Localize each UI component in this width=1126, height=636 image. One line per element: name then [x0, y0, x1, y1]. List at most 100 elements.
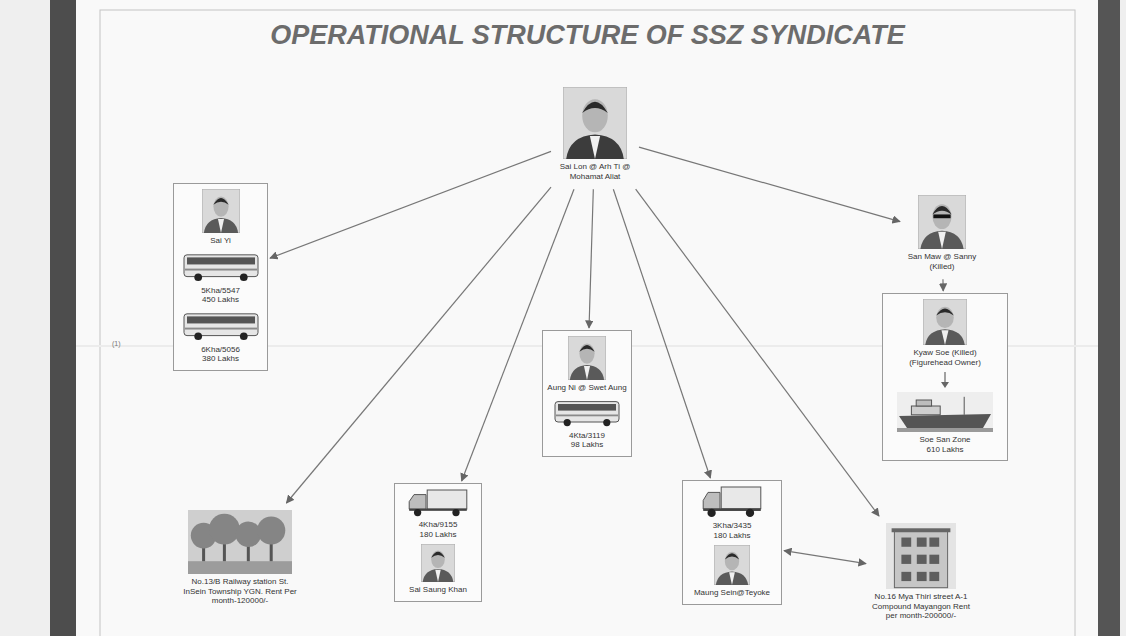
facade: [894, 531, 947, 588]
node-text: Sai Saung Khan: [397, 585, 479, 595]
frame-band: [50, 0, 76, 636]
wheel: [603, 419, 610, 426]
shirt: [584, 366, 590, 380]
tree-crown: [209, 514, 240, 545]
shoulders: [920, 231, 963, 249]
node-text: Kyaw Soe (Killed) (Figurehead Owner): [899, 348, 991, 367]
wheel: [194, 273, 202, 281]
member-card: No.16 Mya Thiri street A-1 Compound Maya…: [868, 518, 974, 627]
member-card: Sai Lon @ Arh Ti @ Mohamat Aliat: [553, 82, 637, 187]
photo-ground: [421, 544, 455, 582]
window: [901, 538, 911, 547]
hair: [582, 102, 608, 113]
window: [929, 572, 939, 581]
hair: [213, 198, 228, 205]
node-text: San Maw @ Sanny (Killed): [904, 252, 980, 271]
wheel: [239, 332, 247, 340]
node-text: Sai Lon @ Arh Ti @ Mohamat Aliat: [555, 162, 635, 181]
bus-stripe: [556, 414, 618, 416]
shoulders: [566, 135, 624, 159]
hair: [579, 345, 594, 352]
photo-ground: [563, 87, 627, 159]
building-picture: [886, 523, 956, 589]
arrow-picture: [940, 372, 950, 388]
shirt: [217, 219, 223, 233]
hair: [932, 206, 951, 214]
ground: [188, 561, 292, 574]
node-text: No.16 Mya Thiri street A-1 Compound Maya…: [870, 592, 972, 621]
member-box: Sai Yi5Kha/5547 450 Lakhs6Kha/5056 380 L…: [173, 183, 268, 371]
face-picture: [923, 299, 967, 345]
member-box: Aung Ni @ Swet Aung4Kta/3119 98 Lakhs: [542, 330, 632, 457]
connector-arrow: [270, 151, 551, 258]
cabin: [911, 406, 940, 415]
shirt: [938, 232, 946, 249]
member-box: Kyaw Soe (Killed) (Figurehead Owner) Soe …: [882, 293, 1008, 461]
connector-arrow: [589, 189, 593, 328]
connector-arrow: [784, 551, 866, 564]
shirt: [729, 572, 735, 585]
face-picture: [568, 336, 606, 380]
wheel: [194, 332, 202, 340]
photo-ground: [714, 545, 750, 585]
sky: [897, 392, 993, 432]
node-text: 5Kha/5547 450 Lakhs: [196, 286, 246, 305]
head: [725, 552, 739, 570]
inner-arrow-line: [944, 372, 945, 383]
water: [897, 428, 993, 432]
hair: [431, 552, 445, 558]
window: [929, 538, 939, 547]
sky: [886, 523, 956, 589]
node-text: 3Kha/3435 180 Lakhs: [708, 521, 756, 540]
truck-picture: [702, 486, 762, 518]
shirt: [941, 330, 948, 345]
photo-ground: [923, 299, 967, 345]
head: [213, 196, 228, 216]
poster-border: [100, 10, 1075, 636]
truck-box: [721, 487, 761, 509]
shirt: [590, 136, 600, 159]
wheel: [707, 509, 715, 517]
shoulders: [716, 572, 748, 586]
hair: [725, 553, 739, 559]
window: [917, 538, 927, 547]
truck-picture: [408, 489, 468, 517]
bus-picture: [554, 398, 620, 428]
photo-ground: [568, 336, 606, 380]
face-picture: [918, 195, 966, 249]
node-text: Maung Sein@Teyoke: [685, 588, 779, 598]
face-picture: [714, 545, 750, 585]
trees-picture: [188, 510, 292, 574]
connector-arrow: [636, 189, 879, 516]
node-text: Soe San Zone 610 Lakhs: [915, 435, 975, 454]
photo-ground: [188, 510, 292, 574]
node-text: Sai Yi: [210, 236, 230, 246]
bus-picture: [183, 251, 259, 283]
wheel: [564, 419, 571, 426]
shoulders: [925, 329, 965, 345]
wheel: [452, 509, 459, 516]
shirt: [435, 570, 440, 582]
face-picture: [421, 544, 455, 582]
photo-ground: [202, 189, 240, 233]
sunglasses: [933, 214, 950, 218]
head: [932, 204, 951, 229]
node-text: 4Kta/3119 98 Lakhs: [564, 431, 610, 450]
window: [901, 555, 911, 564]
head: [936, 307, 954, 328]
poster-sheet: [76, 0, 1098, 636]
window: [929, 555, 939, 564]
connector-arrow: [286, 187, 551, 503]
bus-windows: [187, 257, 255, 264]
face-picture: [202, 189, 240, 233]
window: [917, 555, 927, 564]
mast: [964, 397, 965, 415]
tree-crown: [236, 522, 262, 548]
shoulders: [423, 569, 454, 582]
frame-band: [1098, 0, 1120, 636]
bus-body: [184, 314, 258, 336]
connector-arrow: [639, 147, 900, 221]
bridge: [916, 400, 931, 406]
head: [582, 99, 608, 132]
